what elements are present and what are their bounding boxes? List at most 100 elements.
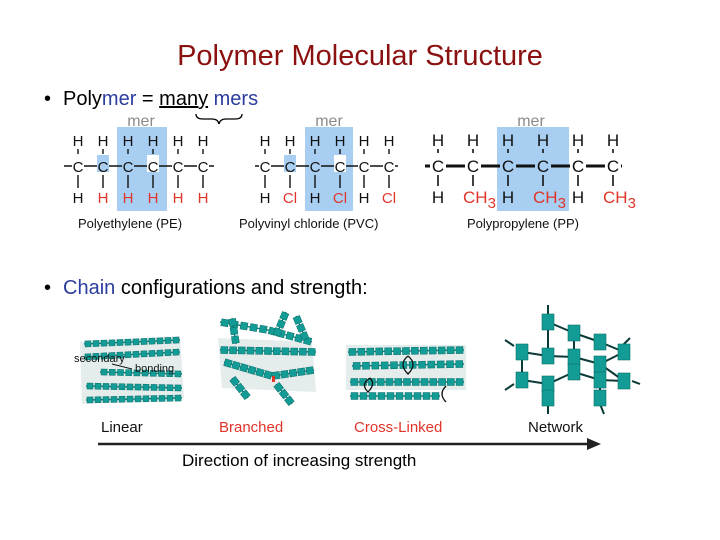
linear-chain-unit: [141, 369, 149, 377]
atom-C: C: [73, 159, 84, 176]
atom-H: H: [359, 133, 370, 150]
atom-bg: [122, 155, 134, 172]
atom-H: H: [260, 190, 271, 207]
branched-chain-unit: [292, 315, 303, 325]
atom-bg: [172, 155, 184, 172]
atom-H: H: [432, 188, 444, 207]
many-underbrace: [195, 113, 243, 125]
atom-H: H: [198, 190, 209, 207]
linear-chain-unit: [142, 383, 150, 391]
atom-H: H: [572, 188, 584, 207]
branched-chain-unit: [288, 368, 298, 378]
atom-H: H: [335, 133, 346, 150]
network-node: [567, 363, 581, 381]
branched-chain-unit: [220, 318, 230, 328]
branched-chain-unit: [231, 335, 240, 344]
branched-chain-unit: [281, 347, 290, 356]
branched-chain-unit: [229, 376, 240, 387]
atom-H: H: [98, 190, 109, 207]
subscript-3: 3: [628, 195, 636, 212]
mer-label-pe: mer: [127, 113, 155, 130]
atom-bg: [500, 153, 516, 173]
crosslinked-chain-unit: [350, 378, 359, 386]
atom-bg: [309, 155, 321, 172]
atom-C: C: [502, 157, 514, 176]
crosslinked-chain-unit: [412, 378, 420, 386]
atom-bg: [465, 153, 481, 173]
branched-chain-unit: [234, 382, 246, 394]
atom-H: H: [123, 190, 134, 207]
crosslinked-chain-unit: [446, 360, 454, 369]
atom-Cl: Cl: [333, 190, 347, 207]
atom-bg: [605, 153, 621, 173]
network-node: [541, 313, 555, 331]
crosslinked-chain-unit: [429, 378, 438, 386]
linear-chain-unit: [86, 396, 94, 404]
atom-H: H: [359, 190, 370, 207]
crosslinked-chain-unit: [422, 392, 431, 400]
atom-Cl: Cl: [382, 190, 396, 207]
molecule-name-pe: Polyethylene (PE): [78, 216, 182, 231]
branched-chain-unit: [229, 326, 239, 336]
atom-H: H: [384, 133, 395, 150]
linear-chain-backbone: [83, 351, 181, 358]
linear-chain-unit: [140, 338, 148, 345]
linear-chain-unit: [124, 338, 132, 346]
linear-chain-unit: [174, 384, 182, 392]
network-bond: [504, 339, 515, 347]
atom-bg: [147, 155, 159, 172]
network-node: [593, 371, 607, 389]
atom-H: H: [98, 133, 109, 150]
atom-C: C: [359, 159, 370, 176]
crosslinked-chain-unit: [455, 346, 464, 354]
linear-chain-unit: [92, 340, 100, 347]
atom-C: C: [148, 159, 159, 176]
crosslinked-chain-unit: [431, 392, 440, 400]
crosslinked-chain-unit: [447, 378, 455, 386]
network-node: [593, 355, 607, 373]
branched-chain-unit: [276, 319, 286, 329]
crosslinked-chain-unit: [395, 392, 404, 400]
linear-chain-unit: [110, 396, 118, 403]
atom-bg: [535, 153, 551, 173]
atom-bg: [284, 155, 296, 172]
atom-bg: [72, 155, 84, 172]
linear-chain-backbone: [83, 339, 181, 345]
atom-bg: [197, 155, 209, 172]
poly-text: Poly: [63, 88, 102, 110]
configurations-text: configurations and strength:: [115, 277, 368, 299]
linear-chain-unit: [149, 369, 157, 377]
network-bond: [631, 380, 641, 385]
linear-chain-unit: [116, 339, 124, 346]
subscript-3: 3: [488, 195, 496, 212]
linear-chain-unit: [158, 384, 166, 391]
branched-chain-unit: [258, 324, 268, 334]
branched-chain-unit: [307, 348, 316, 356]
linear-chain-unit: [132, 350, 140, 358]
crosslinked-chain-backbone: [351, 363, 465, 367]
atom-C: C: [98, 159, 109, 176]
crosslinked-chain-unit: [438, 378, 446, 386]
linear-chain-unit: [84, 353, 92, 361]
crosslinked-chain-unit: [427, 360, 436, 369]
branched-chain-unit: [278, 388, 290, 400]
branched-chain-unit: [249, 323, 258, 332]
linear-chain-unit: [116, 351, 124, 359]
atom-Cl: Cl: [283, 190, 297, 207]
group-CH3: CH3: [603, 188, 636, 212]
linear-chain-unit: [134, 383, 142, 391]
atom-bg: [570, 153, 586, 173]
atom-bg: [97, 155, 109, 172]
crosslinked-chain-unit: [359, 392, 368, 400]
bonding-label: bonding: [135, 363, 174, 375]
crosslinked-chain-unit: [411, 347, 419, 355]
crosslinked-chain-unit: [428, 346, 437, 355]
secondary-bonding-pointer: [111, 363, 133, 370]
linear-chain-unit: [117, 369, 124, 376]
chain-text: Chain: [63, 277, 116, 299]
bullet-dot: •: [44, 88, 52, 110]
branched-chain-unit: [279, 311, 290, 321]
bullet-polymer-definition: •Polymer = many mers: [44, 88, 258, 111]
mer-label-pvc: mer: [315, 113, 343, 130]
linear-chain-backbone: [85, 385, 183, 389]
